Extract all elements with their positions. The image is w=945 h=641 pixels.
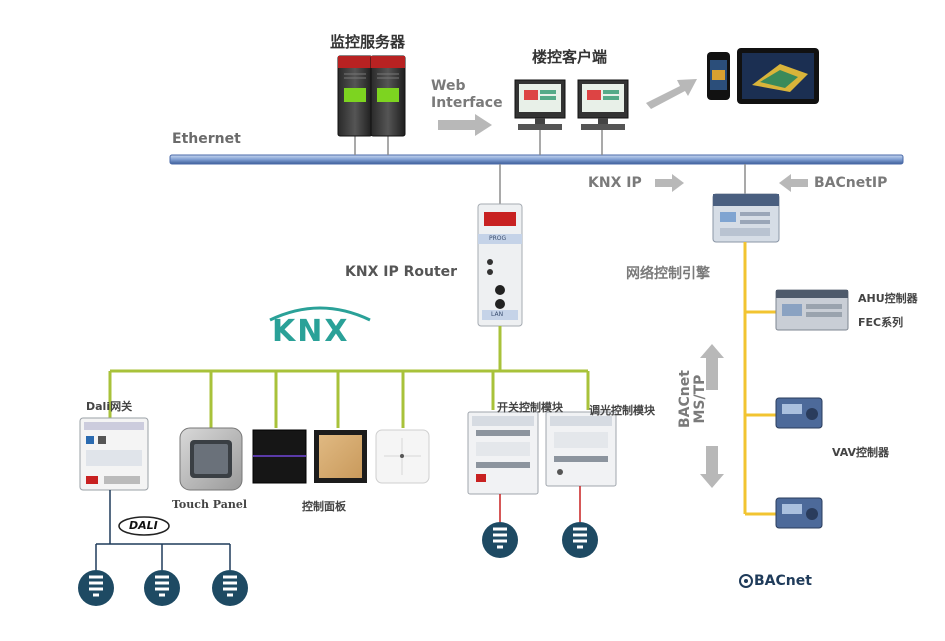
fec-series-label: FEC系列 xyxy=(858,316,904,329)
bacnet-ip-arrow-icon xyxy=(779,174,808,192)
bulb-icon-1 xyxy=(78,570,114,606)
bacnet-mstp-label: BACnet MS/TP xyxy=(677,370,708,428)
knx-bus xyxy=(108,326,590,428)
client-pc-icon-2 xyxy=(577,79,629,130)
knx-ip-label: KNX IP xyxy=(588,175,642,191)
bacnet-logo-text: BACnet xyxy=(754,573,812,589)
web-interface-label: Web Interface xyxy=(431,78,503,111)
dali-logo-text: DALI xyxy=(129,519,158,532)
bulb-icon-5 xyxy=(562,522,598,558)
dali-logo xyxy=(118,516,170,536)
dimming-module-icon xyxy=(545,411,617,487)
switch-module-label: 开关控制模块 xyxy=(497,401,563,414)
touch-panel-icon xyxy=(179,427,243,491)
router-lan-label: LAN xyxy=(491,311,504,318)
building-client-label: 楼控客户端 xyxy=(532,48,608,66)
bacnet-ip-label: BACnetIP xyxy=(814,175,888,191)
vav-controller-label: VAV控制器 xyxy=(832,446,890,459)
ahu-controller-label: AHU控制器 xyxy=(858,292,918,305)
bacnet-logo-mark xyxy=(739,574,753,588)
control-panel-wood-icon xyxy=(314,430,367,483)
web-arrow-icon xyxy=(438,114,492,136)
mstp-double-arrow-icon xyxy=(700,344,724,488)
bulb-icon-3 xyxy=(212,570,248,606)
monitor-server-label: 监控服务器 xyxy=(330,33,406,51)
ethernet-backbone xyxy=(169,154,904,165)
network-engine-label: 网络控制引擎 xyxy=(626,266,710,282)
control-panel-white-icon xyxy=(375,429,430,484)
mobile-arrow-icon xyxy=(646,79,697,109)
touch-panel-label: Touch Panel xyxy=(172,498,248,511)
dali-gateway-label: Dali网关 xyxy=(86,400,133,413)
bulb-icon-2 xyxy=(144,570,180,606)
network-engine-icon xyxy=(712,193,780,243)
vav-controller-icon-2 xyxy=(775,497,823,529)
control-panel-label: 控制面板 xyxy=(302,500,346,513)
knx-ip-router-icon xyxy=(477,203,523,327)
switch-module-icon xyxy=(467,411,539,495)
dimming-module-label: 调光控制模块 xyxy=(589,404,655,417)
control-panel-black-icon xyxy=(252,429,307,484)
dali-wiring xyxy=(95,490,231,570)
client-pc-icon-1 xyxy=(514,79,566,130)
ethernet-drops xyxy=(354,130,746,204)
router-prog-label: PROG xyxy=(489,235,507,242)
mstp-bus xyxy=(743,242,776,516)
knx-logo-text: KNX xyxy=(272,314,350,349)
dali-gateway-icon xyxy=(79,417,149,491)
knx-logo xyxy=(269,306,371,322)
mobile-devices-icon xyxy=(707,48,819,104)
ahu-controller-icon xyxy=(775,289,849,331)
knx-ip-arrow-icon xyxy=(655,174,684,192)
vav-controller-icon-1 xyxy=(775,397,823,429)
knx-ip-router-label: KNX IP Router xyxy=(345,264,458,280)
server-rack-icon xyxy=(337,55,406,137)
ethernet-label: Ethernet xyxy=(172,131,241,147)
bulb-icon-4 xyxy=(482,522,518,558)
